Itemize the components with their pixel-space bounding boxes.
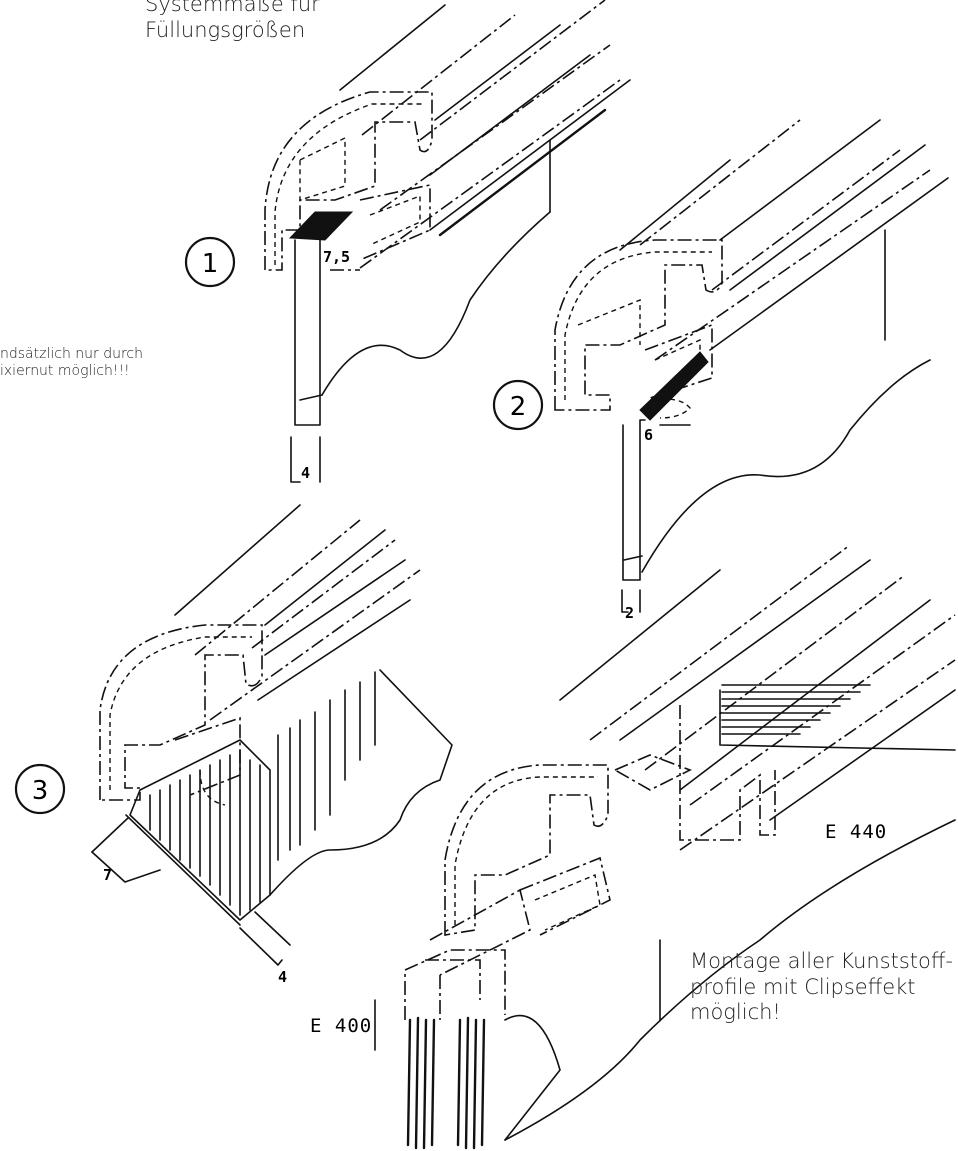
dimension-1-thickness: 4: [301, 464, 310, 482]
dimension-2-depth: 6: [644, 426, 653, 444]
note-clip-mounting: Montage aller Kunststoff- profile mit Cl…: [690, 949, 953, 1026]
note-clip-mounting-line3: möglich!: [690, 1000, 781, 1025]
dimension-3-depth: 7: [103, 866, 112, 884]
callout-1: 1: [202, 249, 219, 279]
note-clip-mounting-line2: profile mit Clipseffekt: [690, 974, 916, 999]
callout-1-circle: [184, 236, 236, 288]
callout-2: 2: [510, 392, 527, 422]
callout-2-circle: [492, 379, 544, 431]
note-fixing-groove: ndsätzlich nur durch ixiernut möglich!!!: [0, 346, 143, 380]
label-e440: E 440: [825, 821, 887, 843]
dimension-2-thickness: 2: [625, 604, 634, 622]
label-e400: E 400: [310, 1015, 372, 1037]
note-system-dimensions: Systemmaße für Füllungsgrößen: [145, 0, 320, 43]
note-fixing-groove-line1: ndsätzlich nur durch: [0, 346, 144, 362]
dimension-3-thickness: 4: [278, 968, 287, 986]
note-clip-mounting-line1: Montage aller Kunststoff-: [690, 949, 953, 973]
profile-1: [264, 0, 631, 483]
profile-2: [554, 119, 949, 613]
dimension-1-depth: 7,5: [323, 248, 350, 266]
callout-3-circle: [14, 763, 66, 815]
note-fixing-groove-line2: ixiernut möglich!!!: [0, 363, 130, 380]
profile-4: [374, 544, 956, 1150]
callout-3: 3: [32, 776, 49, 806]
profile-3: [91, 504, 453, 966]
note-system-dimensions-line1: Systemmaße für: [145, 0, 320, 16]
note-system-dimensions-line2: Füllungsgrößen: [145, 17, 306, 42]
